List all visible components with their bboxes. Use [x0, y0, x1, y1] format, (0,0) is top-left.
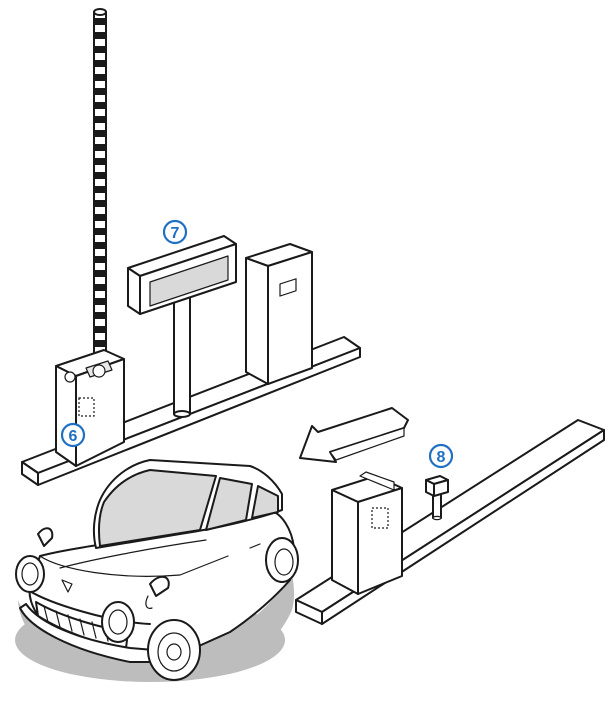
ticket-machine: [245, 243, 313, 385]
barrier-arm-stripe: [95, 102, 105, 109]
barrier-arm-stripe: [95, 228, 105, 235]
barrier-arm-stripe: [95, 18, 105, 25]
barrier-arm-stripe: [95, 256, 105, 263]
callout-8: 8: [428, 443, 454, 469]
barrier-arm-stripe: [95, 46, 105, 53]
barrier-arm-stripe: [95, 88, 105, 95]
entry-sensor-outline: [78, 397, 95, 417]
barrier-arm-stripe: [95, 144, 105, 151]
barrier-arm-stripe: [95, 298, 105, 305]
barrier-arm-stripe: [95, 340, 105, 347]
callout-7-label: 7: [171, 225, 180, 242]
callout-6: 6: [60, 422, 86, 448]
car: [15, 459, 299, 681]
sensor-post: [425, 475, 449, 521]
barrier-arm-stripe: [95, 74, 105, 81]
barrier-arm-stripe: [95, 172, 105, 179]
barrier-arm-stripe: [95, 326, 105, 333]
barrier-arm-stripe: [95, 214, 105, 221]
display-sign: [127, 235, 237, 418]
callout-6-label: 6: [69, 428, 78, 445]
barrier-arm-stripe: [95, 116, 105, 123]
barrier-arm-stripe: [95, 312, 105, 319]
exit-gate-unit: [331, 471, 403, 595]
display-screen: [149, 255, 229, 307]
callout-7: 7: [162, 219, 188, 245]
barrier-arm-stripe: [95, 130, 105, 137]
barrier-arm-stripes: [95, 18, 105, 361]
barrier-arm-stripe: [95, 200, 105, 207]
direction-arrow: [299, 407, 409, 463]
barrier-arm-stripe: [95, 270, 105, 277]
barrier-arm-stripe: [95, 284, 105, 291]
barrier-arm-stripe: [95, 32, 105, 39]
barrier-arm-stripe: [95, 186, 105, 193]
barrier-arm-stripe: [95, 60, 105, 67]
car-windshield: [98, 469, 217, 547]
barrier-arm: [93, 8, 107, 373]
callout-8-label: 8: [437, 449, 446, 466]
barrier-arm-stripe: [95, 158, 105, 165]
exit-sensor-outline: [371, 507, 389, 529]
barrier-arm-stripe: [95, 242, 105, 249]
